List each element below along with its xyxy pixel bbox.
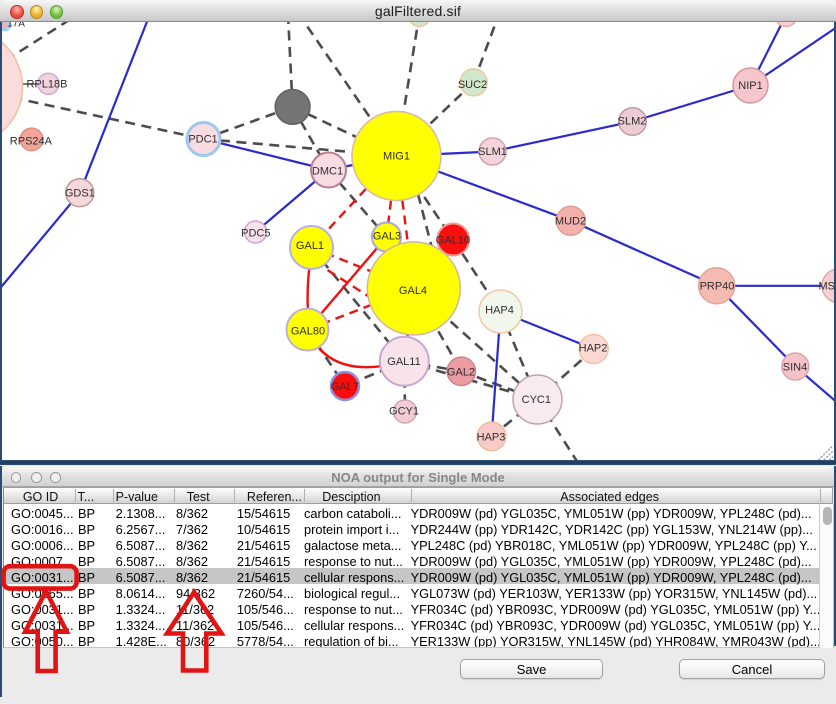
svg-text:SLM2: SLM2	[618, 116, 647, 128]
svg-text:RPS24A: RPS24A	[10, 136, 53, 148]
svg-text:GAL10: GAL10	[436, 234, 470, 246]
svg-text:SIN4: SIN4	[783, 362, 807, 374]
svg-text:RPL18B: RPL18B	[27, 79, 68, 91]
svg-text:GAL1: GAL1	[296, 240, 324, 252]
svg-text:HAP2: HAP2	[579, 343, 608, 355]
svg-text:SUC2: SUC2	[458, 79, 487, 91]
svg-text:GAL7: GAL7	[331, 381, 359, 393]
svg-text:GAL3: GAL3	[373, 231, 401, 243]
svg-text:GAL11: GAL11	[387, 356, 420, 368]
svg-text:HAP3: HAP3	[477, 431, 506, 443]
svg-text:MUD2: MUD2	[555, 216, 586, 228]
svg-text:DMC1: DMC1	[312, 166, 343, 178]
svg-text:PDC5: PDC5	[241, 228, 270, 240]
svg-text:GAL2: GAL2	[447, 366, 475, 378]
svg-text:PRP40: PRP40	[700, 281, 735, 293]
svg-text:GAL4: GAL4	[399, 285, 427, 297]
svg-text:HAP4: HAP4	[485, 305, 514, 317]
svg-text:NIP1: NIP1	[738, 80, 762, 92]
svg-text:GAL80: GAL80	[291, 326, 325, 338]
svg-text:17A: 17A	[7, 22, 25, 30]
svg-text:CYC1: CYC1	[522, 394, 551, 406]
svg-text:SLM1: SLM1	[478, 146, 507, 158]
svg-text:GDS1: GDS1	[65, 188, 95, 200]
svg-text:PDC1: PDC1	[188, 134, 217, 146]
svg-text:MIG1: MIG1	[383, 151, 410, 163]
svg-text:MSI: MSI	[819, 281, 836, 293]
svg-text:GCY1: GCY1	[389, 406, 419, 418]
